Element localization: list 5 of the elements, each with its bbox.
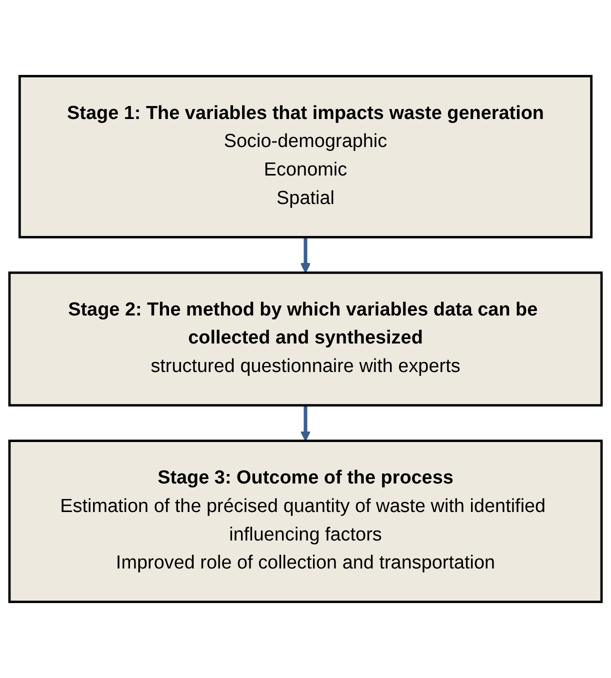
- node-box: [8, 272, 603, 406]
- node-box: [8, 440, 603, 604]
- arrow: [300, 237, 311, 274]
- arrow: [300, 405, 311, 442]
- node-box: [18, 74, 593, 238]
